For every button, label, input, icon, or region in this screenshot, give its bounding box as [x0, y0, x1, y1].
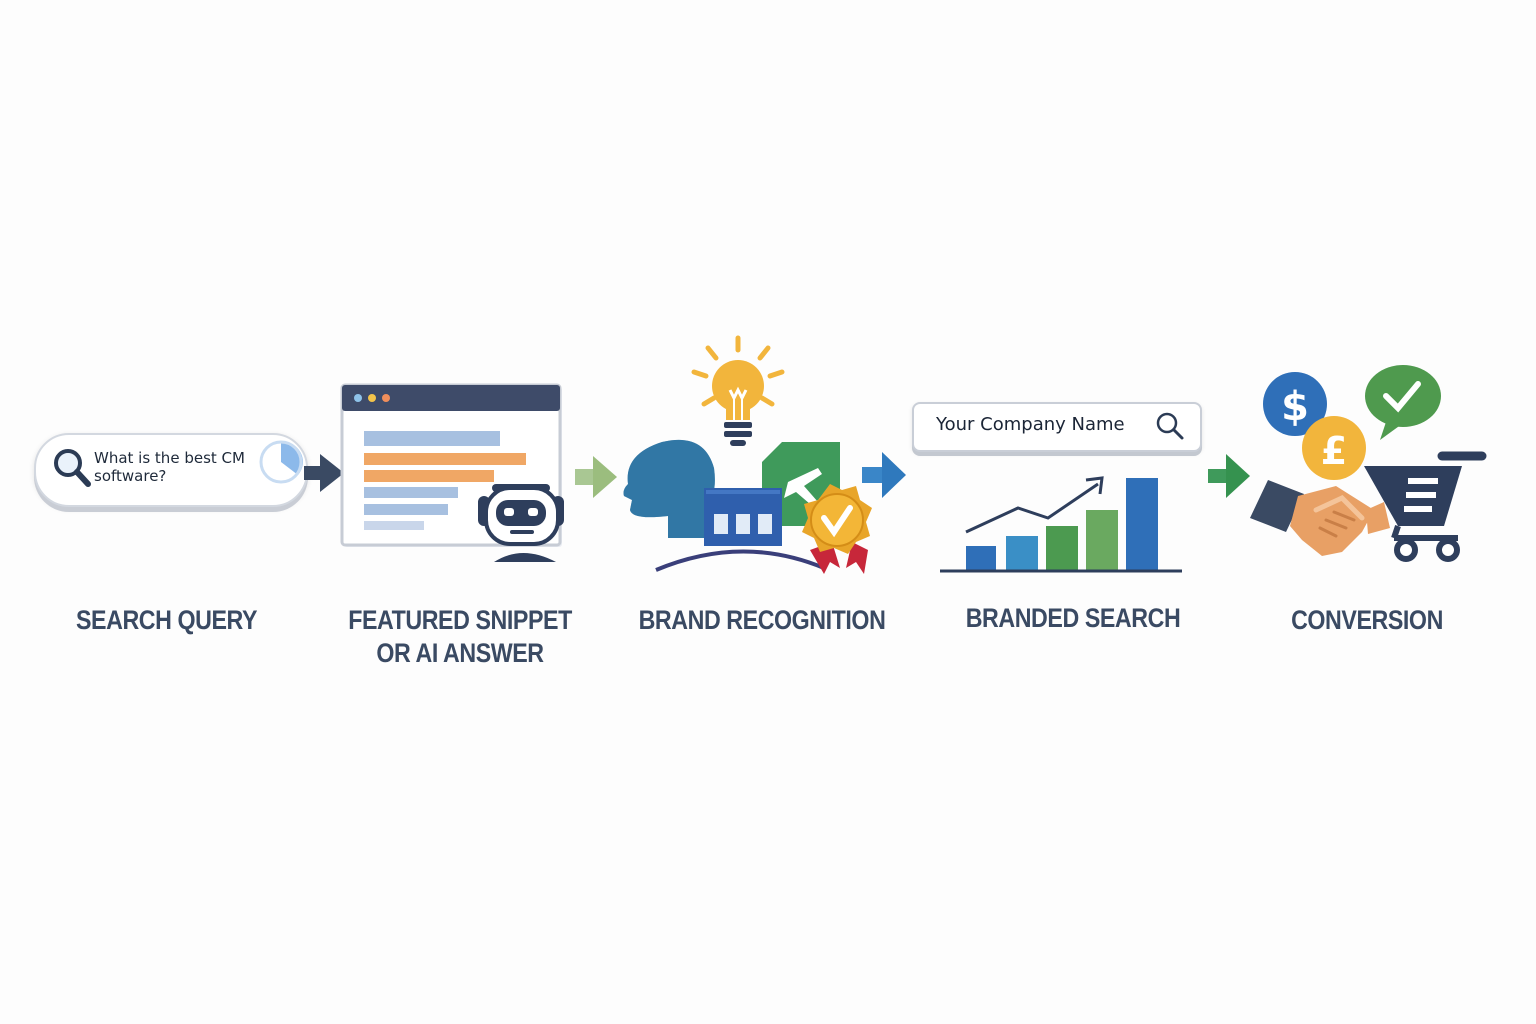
step-label-brand-recognition: BRAND RECOGNITION: [638, 605, 886, 635]
pound-coin-icon: £: [1302, 416, 1366, 480]
search-query-text: What is the best CM software?: [94, 449, 245, 485]
dollar-coin-icon: $: [1263, 372, 1327, 436]
step-label-search-query: SEARCH QUERY: [76, 605, 258, 635]
svg-text:£: £: [1321, 429, 1347, 473]
lightbulb-icon: [691, 335, 785, 446]
arrow-right-icon: [1208, 454, 1250, 498]
search-icon: [1156, 412, 1184, 440]
svg-text:$: $: [1281, 384, 1309, 430]
step-label-conversion: CONVERSION: [1291, 605, 1443, 635]
step-label-featured-snippet-line2: OR AI ANSWER: [376, 638, 544, 668]
branded-search-box[interactable]: Your Company Name: [912, 402, 1202, 452]
shopping-cart-icon: [1364, 451, 1487, 562]
handshake-icon: [1250, 480, 1390, 556]
search-icon: [54, 449, 91, 487]
arrow-right-icon: [862, 452, 906, 498]
arrow-right-icon: [304, 454, 344, 492]
arrow-right-icon: [575, 456, 617, 498]
loading-spinner-icon: [259, 440, 303, 484]
bar-chart-icon: [940, 476, 1182, 573]
robot-icon: [478, 484, 564, 562]
checkmark-bubble-icon: [1365, 365, 1441, 440]
step-label-branded-search: BRANDED SEARCH: [965, 603, 1181, 633]
conversion-illustration: $ £: [1250, 365, 1487, 562]
search-query-box[interactable]: What is the best CM software?: [34, 433, 308, 507]
brand-recognition-illustration: [623, 439, 872, 574]
branded-search-text: Your Company Name: [936, 414, 1125, 435]
step-label-featured-snippet-line1: FEATURED SNIPPET: [348, 605, 572, 635]
